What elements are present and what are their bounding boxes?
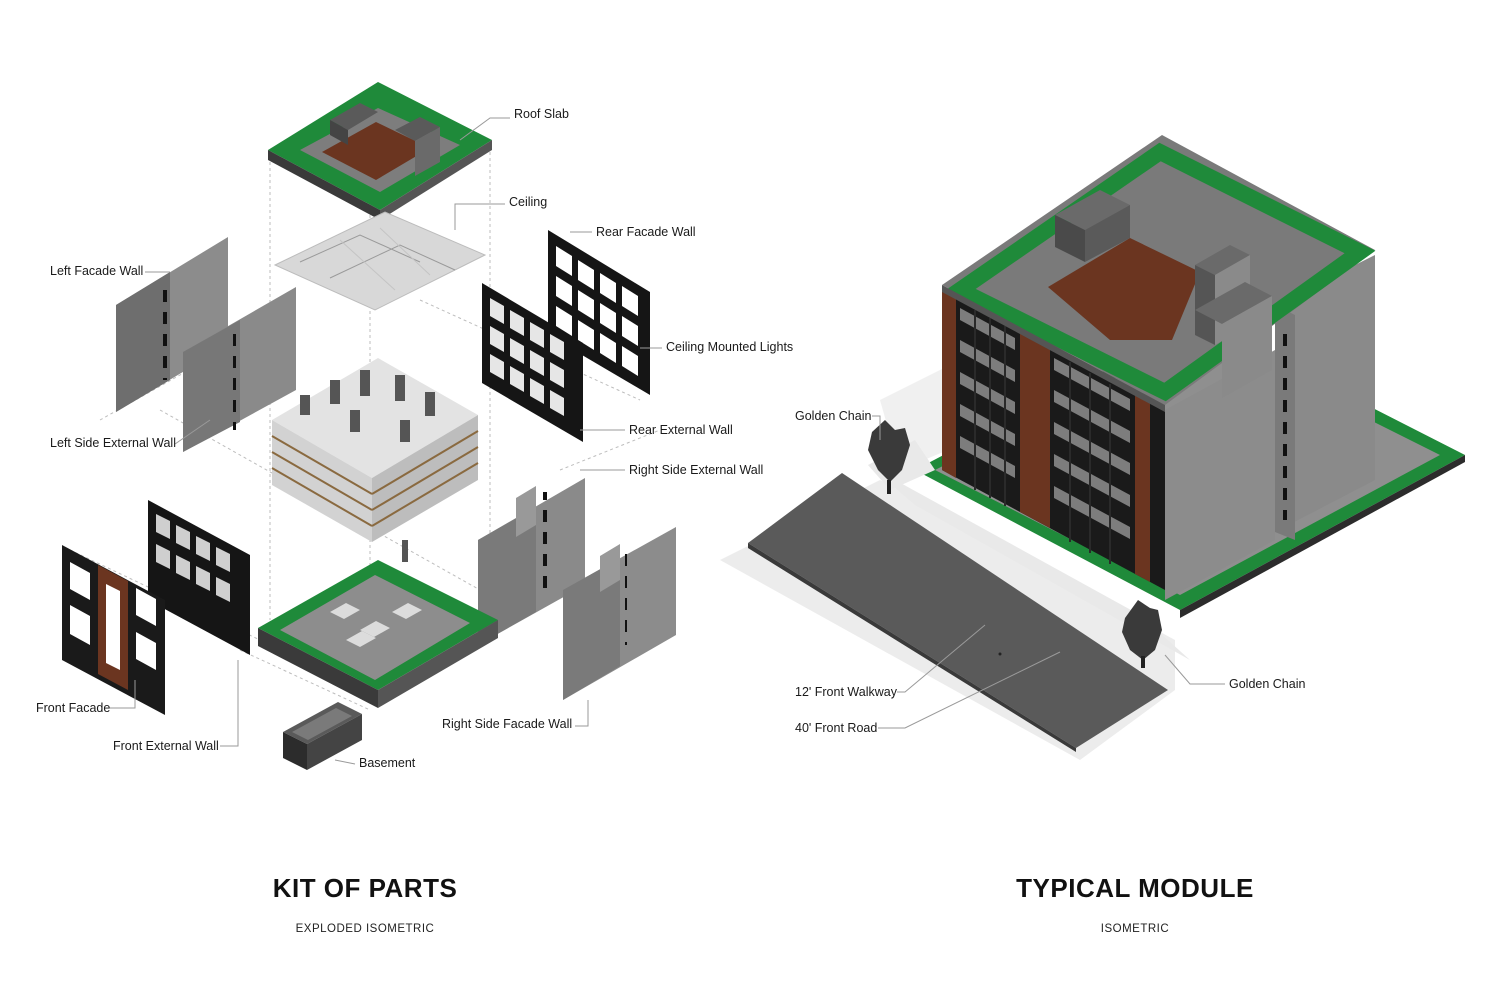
label-front-walkway: 12' Front Walkway [795,685,898,699]
labels-left: Roof Slab Ceiling Rear Facade Wall Left … [36,107,793,770]
label-ceiling-mounted-lights: Ceiling Mounted Lights [666,340,793,354]
front-external-wall-part [148,500,250,655]
ground-slab-part [258,560,498,708]
label-front-facade: Front Facade [36,701,110,715]
leader-lines-left [110,117,662,765]
left-panel-title: KIT OF PARTS [273,873,458,903]
label-front-road: 40' Front Road [795,721,877,735]
roof-slab-part [268,82,492,220]
front-road [748,473,1168,752]
rear-external-wall-part [482,283,583,442]
ceiling-part [273,211,487,311]
building [942,135,1376,600]
left-facade-wall-part [116,237,228,412]
label-basement: Basement [359,756,416,770]
tree-golden-chain-bottom [1122,600,1162,668]
label-golden-chain-bottom: Golden Chain [1229,677,1305,691]
front-facade-part [62,545,165,715]
label-roof-slab: Roof Slab [514,107,569,121]
exploded-isometric-drawing: Roof Slab Ceiling Rear Facade Wall Left … [36,82,793,935]
left-side-external-wall-part [183,287,296,452]
right-side-facade-wall-part [563,527,676,700]
label-golden-chain-top: Golden Chain [795,409,871,423]
tree-golden-chain-top [868,420,910,494]
labels-right: Golden Chain 12' Front Walkway 40' Front… [795,409,1305,735]
leader-lines-right [872,415,1225,729]
label-ceiling: Ceiling [509,195,547,209]
front-walkway [868,465,1190,660]
right-side-external-wall-part [478,478,585,645]
label-front-external-wall: Front External Wall [113,739,219,753]
label-rear-facade-wall: Rear Facade Wall [596,225,696,239]
rear-facade-wall-part [548,230,650,395]
right-panel-subtitle: ISOMETRIC [1101,923,1169,935]
basement-part [283,702,362,770]
label-right-side-external-wall: Right Side External Wall [629,463,763,477]
label-rear-external-wall: Rear External Wall [629,423,733,437]
label-left-side-external-wall: Left Side External Wall [50,436,176,450]
right-panel-title: TYPICAL MODULE [1016,873,1254,903]
typical-module-drawing: Golden Chain 12' Front Walkway 40' Front… [720,135,1465,935]
label-right-side-facade-wall: Right Side Facade Wall [442,717,572,731]
left-panel-subtitle: EXPLODED ISOMETRIC [296,923,435,935]
label-left-facade-wall: Left Facade Wall [50,264,143,278]
floor-structure-part [271,358,479,562]
